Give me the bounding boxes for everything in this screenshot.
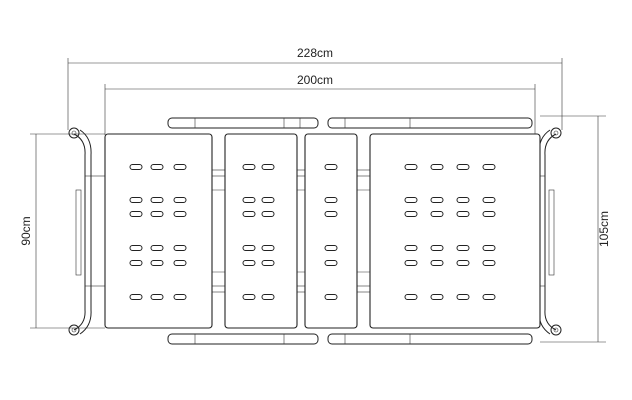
slot [430,197,444,203]
slot [261,294,275,300]
slot [430,294,444,300]
slot [261,245,275,251]
slot [242,211,256,217]
slot [242,245,256,251]
slot [430,260,444,266]
slot [129,164,143,170]
dimension-228: 228cm [67,46,563,130]
slot [242,197,256,203]
dimension-200: 200cm [104,73,536,135]
slot [456,294,470,300]
slot [404,245,418,251]
label-90cm: 90cm [19,216,33,245]
slot [324,260,338,266]
slot [482,211,496,217]
label-228cm: 228cm [297,46,333,60]
slot [150,294,164,300]
slot [430,164,444,170]
footboard [538,127,562,336]
mattress-panel-head [104,133,213,329]
side-rail-top-right [327,117,533,129]
slot [456,260,470,266]
slot [261,211,275,217]
slot [404,260,418,266]
side-rail-top-left [167,117,319,129]
slot [129,245,143,251]
slot [482,164,496,170]
headboard [68,127,92,336]
slot [324,294,338,300]
dimension-105: 105cm [540,115,611,343]
mattress-panel-back [224,133,298,329]
slot [456,245,470,251]
slot [173,197,187,203]
slot [129,211,143,217]
slot [150,245,164,251]
dimension-90: 90cm [19,133,105,329]
mattress-panel-seat [304,133,358,329]
slot [129,294,143,300]
side-rail-bottom-left [167,333,319,345]
slot [242,164,256,170]
label-200cm: 200cm [297,73,333,87]
slot [173,164,187,170]
slot [150,260,164,266]
slot [324,197,338,203]
slot [456,197,470,203]
slot [242,260,256,266]
slot [150,164,164,170]
slot [430,245,444,251]
slot [404,294,418,300]
slot [173,211,187,217]
slot [173,260,187,266]
ventilation-slots [129,164,496,300]
label-105cm: 105cm [597,211,611,247]
slot [482,294,496,300]
slot [261,260,275,266]
slot [482,245,496,251]
slot [129,197,143,203]
slot [150,211,164,217]
slot [261,197,275,203]
slot [404,164,418,170]
slot [482,260,496,266]
mattress-panel-leg [369,133,541,329]
slot [150,197,164,203]
slot [261,164,275,170]
slot [324,164,338,170]
slot [404,211,418,217]
slot [129,260,143,266]
slot [404,197,418,203]
slot [456,164,470,170]
slot [242,294,256,300]
slot [324,245,338,251]
slot [456,211,470,217]
slot [430,211,444,217]
slot [482,197,496,203]
side-rail-bottom-right [327,333,533,345]
slot [324,211,338,217]
slot [173,245,187,251]
slot [173,294,187,300]
